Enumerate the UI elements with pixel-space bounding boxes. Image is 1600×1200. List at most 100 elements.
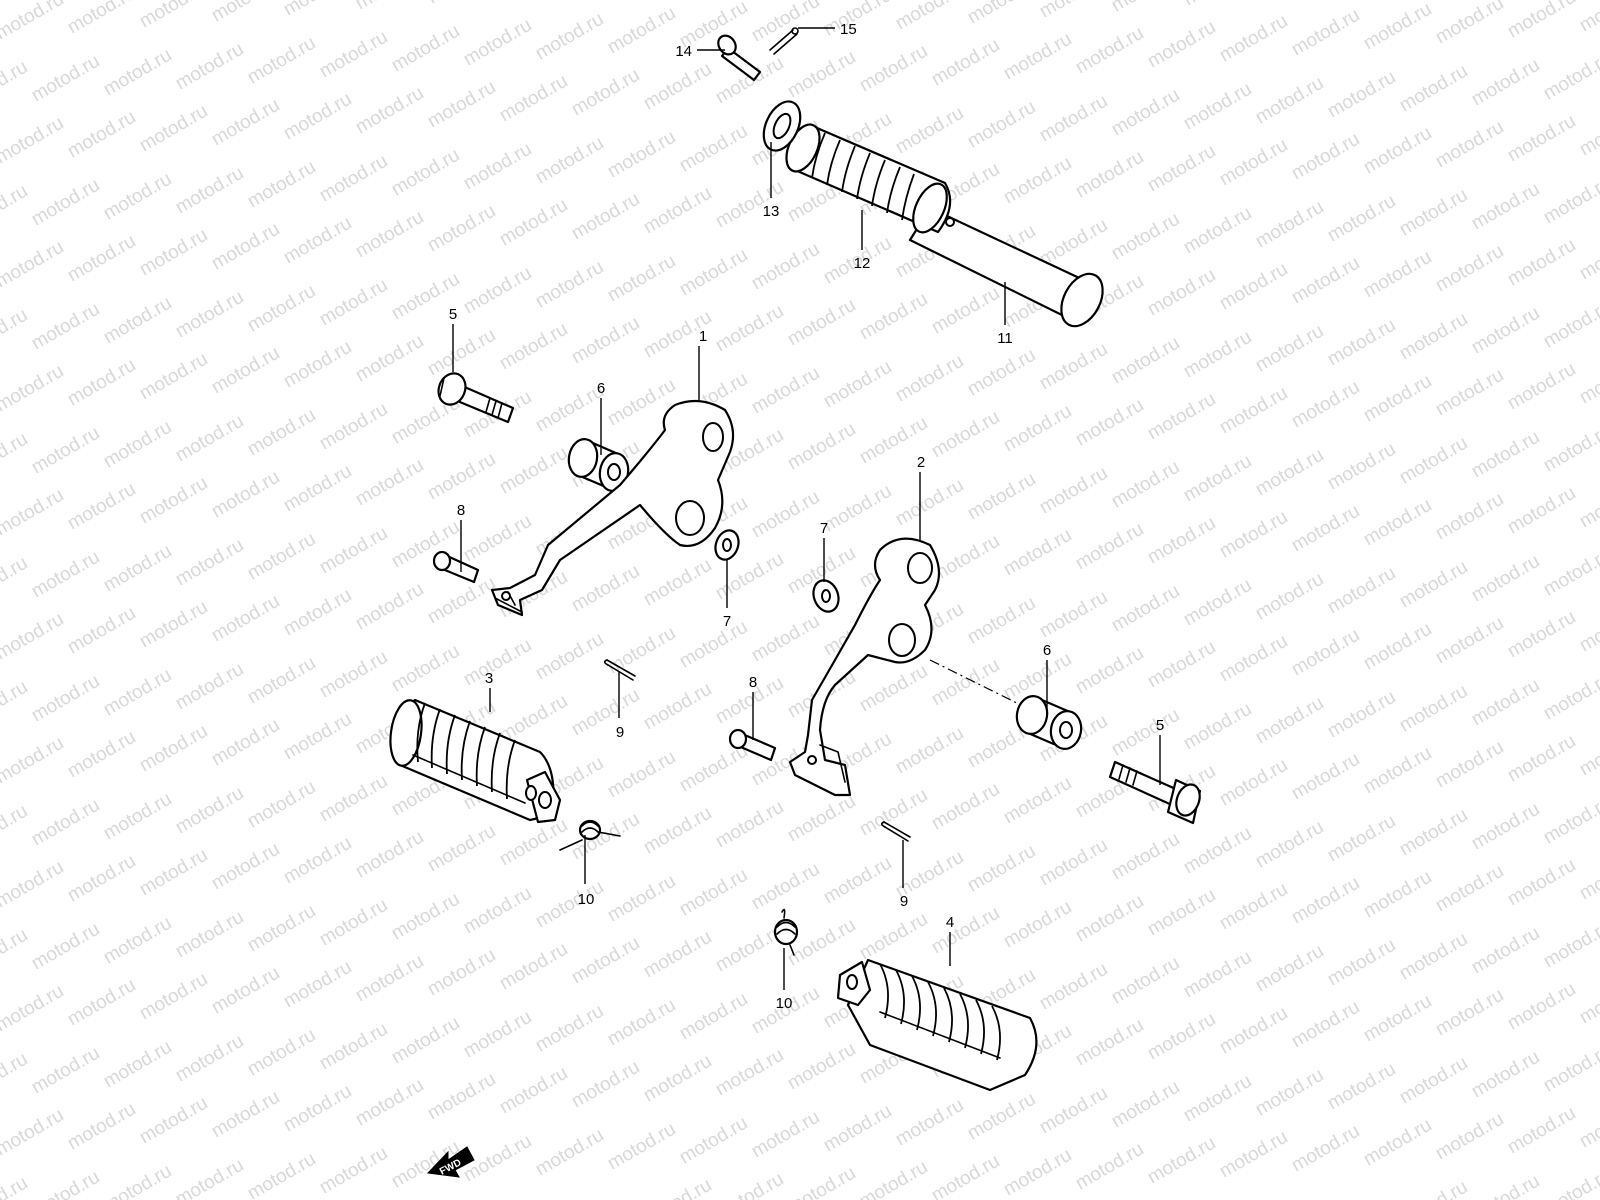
watermark-text: motod.ru: [1000, 401, 1075, 457]
watermark-text: motod.ru: [0, 801, 31, 857]
watermark-text: motod.ru: [244, 1025, 319, 1081]
watermark-text: motod.ru: [1576, 105, 1600, 161]
watermark-text: motod.ru: [1576, 973, 1600, 1029]
watermark-text: motod.ru: [1540, 49, 1600, 105]
watermark-text: motod.ru: [316, 27, 391, 83]
watermark-text: motod.ru: [748, 487, 823, 543]
watermark-text: motod.ru: [388, 889, 463, 945]
watermark-text: motod.ru: [1144, 141, 1219, 197]
watermark-text: motod.ru: [1468, 179, 1543, 235]
watermark-text: motod.ru: [532, 629, 607, 685]
watermark-text: motod.ru: [208, 715, 283, 771]
watermark-text: motod.ru: [1108, 85, 1183, 141]
watermark-text: motod.ru: [208, 591, 283, 647]
watermark-text: motod.ru: [1072, 1139, 1147, 1195]
watermark-text: motod.ru: [0, 361, 67, 417]
watermark-text: motod.ru: [1036, 339, 1111, 395]
watermark-text: motod.ru: [1540, 421, 1600, 477]
watermark-text: motod.ru: [460, 139, 535, 195]
watermark-text: motod.ru: [28, 1043, 103, 1099]
watermark-text: motod.ru: [352, 951, 427, 1007]
watermark-text: motod.ru: [1360, 867, 1435, 923]
watermark-text: motod.ru: [1504, 731, 1579, 787]
watermark-text: motod.ru: [928, 407, 1003, 463]
watermark-text: motod.ru: [244, 901, 319, 957]
watermark-text: motod.ru: [748, 363, 823, 419]
watermark-text: motod.ru: [1180, 327, 1255, 383]
watermark-text: motod.ru: [28, 919, 103, 975]
watermark-text: motod.ru: [0, 305, 31, 361]
part-6-bush-left: [567, 438, 630, 492]
watermark-text: motod.ru: [1144, 17, 1219, 73]
watermark-text: motod.ru: [352, 827, 427, 883]
watermark-text: motod.ru: [352, 1075, 427, 1131]
watermark-text: motod.ru: [1252, 0, 1327, 4]
watermark-text: motod.ru: [712, 53, 787, 109]
part-1-bracket-left: [490, 399, 735, 617]
watermark-text: motod.ru: [928, 655, 1003, 711]
watermark-text: motod.ru: [676, 121, 751, 177]
watermark-text: motod.ru: [64, 231, 139, 287]
watermark-text: motod.ru: [856, 909, 931, 965]
watermark-text: motod.ru: [172, 163, 247, 219]
watermark-text: motod.ru: [316, 275, 391, 331]
watermark-text: motod.ru: [1324, 1059, 1399, 1115]
watermark-text: motod.ru: [856, 289, 931, 345]
watermark-text: motod.ru: [172, 659, 247, 715]
watermark-text: motod.ru: [28, 547, 103, 603]
watermark-text: motod.ru: [100, 789, 175, 845]
watermark-text: motod.ru: [1288, 501, 1363, 557]
watermark-text: motod.ru: [316, 895, 391, 951]
watermark-text: motod.ru: [1144, 885, 1219, 941]
watermark-text: motod.ru: [208, 467, 283, 523]
part-5-bolt-left: [437, 372, 515, 424]
watermark-text: motod.ru: [0, 925, 31, 981]
watermark-text: motod.ru: [676, 617, 751, 673]
watermark-text: motod.ru: [136, 101, 211, 157]
watermark-text: motod.ru: [0, 733, 67, 789]
part-8-pin-left: [432, 550, 480, 584]
watermark-text: motod.ru: [0, 237, 67, 293]
watermark-text: motod.ru: [1396, 557, 1471, 613]
watermark-text: motod.ru: [172, 1155, 247, 1200]
watermark-text: motod.ru: [532, 877, 607, 933]
watermark-text: motod.ru: [208, 343, 283, 399]
watermark-text: motod.ru: [1216, 135, 1291, 191]
watermark-text: motod.ru: [604, 995, 679, 1051]
watermark-text: motod.ru: [0, 1105, 67, 1161]
leader-lines: [452, 27, 1161, 990]
watermark-text: motod.ru: [1180, 947, 1255, 1003]
callout-1: 1: [699, 328, 707, 345]
watermark-text: motod.ru: [1072, 519, 1147, 575]
watermark-text: motod.ru: [1432, 861, 1507, 917]
watermark-text: motod.ru: [640, 183, 715, 239]
watermark-text: motod.ru: [784, 47, 859, 103]
watermark-text: motod.ru: [1504, 855, 1579, 911]
watermark-text: motod.ru: [1036, 91, 1111, 147]
watermark-text: motod.ru: [0, 609, 67, 665]
callout-7-left: 7: [723, 613, 731, 630]
watermark-text: motod.ru: [604, 127, 679, 183]
watermark-text: motod.ru: [1324, 687, 1399, 743]
watermark-text: motod.ru: [1360, 0, 1435, 54]
watermark-text: motod.ru: [676, 865, 751, 921]
watermark-text: motod.ru: [1432, 365, 1507, 421]
watermark-text: motod.ru: [1288, 377, 1363, 433]
watermark-text: motod.ru: [316, 523, 391, 579]
callout-5-left: 5: [449, 306, 457, 323]
watermark-text: motod.ru: [1360, 1115, 1435, 1171]
watermark-text: motod.ru: [820, 0, 895, 40]
watermark-text: motod.ru: [208, 0, 283, 26]
watermark-text: motod.ru: [1000, 773, 1075, 829]
watermark-text: motod.ru: [388, 641, 463, 697]
watermark-text: motod.ru: [388, 1013, 463, 1069]
watermark-text: motod.ru: [1252, 569, 1327, 625]
watermark-text: motod.ru: [28, 175, 103, 231]
callout-5-right: 5: [1156, 717, 1164, 734]
watermark-text: motod.ru: [1180, 451, 1255, 507]
watermark-text: motod.ru: [244, 33, 319, 89]
watermark-text: motod.ru: [964, 469, 1039, 525]
watermark-text: motod.ru: [640, 927, 715, 983]
watermark-text: motod.ru: [1072, 147, 1147, 203]
